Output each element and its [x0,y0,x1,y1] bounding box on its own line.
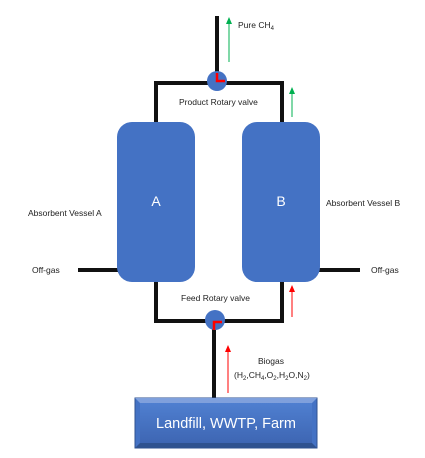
vessel-b-product-arrowhead [289,87,295,94]
pure-ch4-label-subscript: 4 [271,26,275,32]
absorbent-vessel-b-caption: Absorbent Vessel B [326,198,401,208]
offgas-right-label: Off-gas [371,265,399,275]
absorbent-vessel-a [117,122,195,282]
offgas-left-label: Off-gas [32,265,60,275]
biogas-label: Biogas [258,356,284,366]
vessel-b-feed-arrowhead [289,285,295,292]
formula-subscript: 2 [273,376,277,382]
source-box-bevel-top [135,398,317,403]
formula-text: O,N [288,370,303,380]
formula-text: ,CH [246,370,261,380]
formula-text: ,H [277,370,286,380]
vessel-b-product-flow-arrow [289,87,295,117]
absorbent-vessel-a-caption: Absorbent Vessel A [28,208,102,218]
pure-ch4-flow-arrow [226,17,232,62]
formula-subscript: 2 [243,376,247,382]
vessel-b-letter: B [276,193,285,209]
vessel-b-feed-flow-arrow [289,285,295,317]
vessel-a-letter: A [151,193,161,209]
product-rotary-valve-label: Product Rotary valve [179,97,258,107]
formula-text: ,O [264,370,273,380]
formula-text: ) [307,370,310,380]
feed-valve-body [205,310,225,330]
feed-valve-marker [212,320,222,330]
biogas-arrowhead [225,345,231,352]
pure-ch4-label: Pure CH4 [238,20,275,32]
absorbent-vessel-b [242,122,320,282]
feed-rotary-valve-label: Feed Rotary valve [181,293,250,303]
pure-ch4-arrowhead [226,17,232,24]
formula-subscript: 2 [285,376,289,382]
feed-rotary-valve [205,310,225,330]
formula-subscript: 2 [304,376,308,382]
pure-ch4-label-main: Pure CH [238,20,271,30]
source-box-bevel-bottom [135,443,317,448]
product-valve-marker [215,73,225,83]
biogas-source-box: Landfill, WWTP, Farm [134,397,318,449]
biogas-feed-flow-arrow [225,345,231,393]
formula-subscript: 4 [261,376,265,382]
biogas-composition-label: (H2,CH4,O2,H2O,N2) [234,370,310,382]
source-box-inner [140,403,312,443]
formula-text: (H [234,370,243,380]
product-rotary-valve [207,71,227,91]
source-label: Landfill, WWTP, Farm [156,416,296,432]
